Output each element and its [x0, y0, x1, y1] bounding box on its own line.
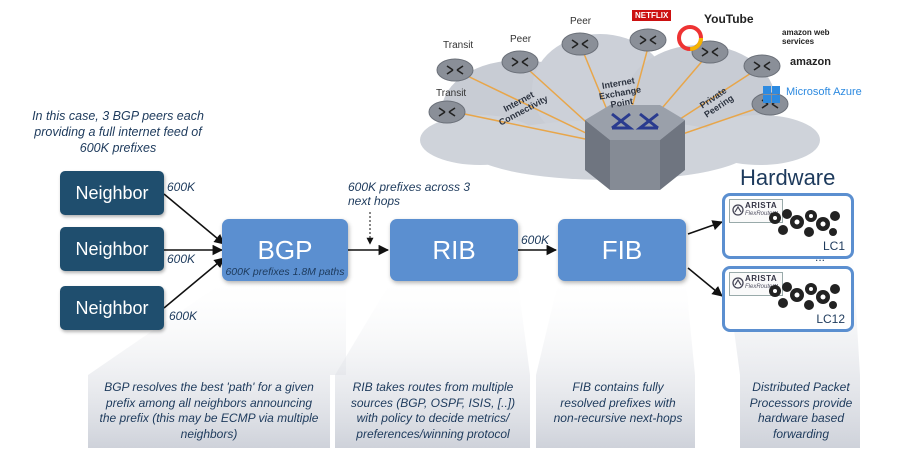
arista-brand: ARISTA: [745, 274, 778, 283]
bgp-label: BGP: [257, 234, 313, 265]
line-card-ellipsis: ...: [815, 250, 826, 264]
line-card-12: ARISTA FlexRoute™ LC12: [722, 266, 854, 332]
fib-lc12-arrow: [687, 267, 723, 297]
hw-description: Distributed Packet Processors provide ha…: [749, 380, 853, 441]
youtube-logo: YouTube: [704, 12, 754, 26]
line-card-label-1: LC1: [822, 239, 845, 253]
gears-icon: [769, 282, 840, 310]
aws-logo: amazon web services: [782, 28, 830, 46]
amazon-video-logo: amazon: [790, 56, 831, 68]
topology-node-peer-1: Peer: [510, 34, 532, 45]
bgp-stage: BGP 600K prefixes 1.8M paths: [222, 219, 348, 281]
arista-badge: ARISTA FlexRoute™: [729, 199, 783, 223]
arista-sub: FlexRoute™: [745, 284, 779, 290]
neighbor3-arrow: [163, 257, 225, 309]
arista-badge: ARISTA FlexRoute™: [729, 272, 783, 296]
neighbor-feed-label-3: 600K: [169, 309, 198, 323]
rib-stage: RIB: [390, 219, 518, 281]
fib-label: FIB: [601, 234, 643, 265]
neighbor-feed-label-1: 600K: [167, 180, 196, 194]
fib-desc-panel: [536, 283, 695, 448]
bgp-sub-label: 600K prefixes 1.8M paths: [225, 266, 345, 278]
arista-logo-icon: [732, 277, 744, 289]
rib-description: RIB takes routes from multiple sources (…: [350, 380, 516, 441]
neighbor-feed-label-2: 600K: [167, 252, 196, 266]
intro-text: In this case, 3 BGP peers each providing…: [32, 109, 204, 155]
topology-node-transit-1: Transit: [443, 40, 474, 51]
azure-logo: Microsoft Azure: [786, 86, 862, 98]
rib-desc-panel: [335, 283, 530, 448]
hardware-title: Hardware: [740, 165, 836, 190]
topology-illustration: [420, 25, 820, 190]
bgp-description: BGP resolves the best 'path' for a given…: [99, 380, 319, 441]
neighbor-box-1: Neighbor: [60, 171, 164, 215]
rib-fib-edge-label: 600K: [521, 233, 550, 247]
topology-node-peer-2: Peer: [570, 16, 592, 27]
neighbor1-arrow: [163, 193, 225, 245]
arista-sub: FlexRoute™: [745, 211, 779, 217]
bgp-rib-edge-label: 600K prefixes across 3 next hops: [348, 180, 471, 208]
topology-node-transit-2: Transit: [436, 88, 467, 99]
line-card-label-12: LC12: [816, 312, 845, 326]
fib-description: FIB contains fully resolved prefixes wit…: [553, 380, 683, 425]
arista-brand: ARISTA: [745, 201, 778, 210]
netflix-logo: NETFLIX: [632, 10, 672, 21]
gears-icon: [769, 209, 840, 237]
neighbor-box-2: Neighbor: [60, 227, 164, 271]
line-card-1: ARISTA FlexRoute™ LC1: [722, 193, 854, 259]
fib-lc1-arrow: [687, 220, 723, 235]
rib-label: RIB: [432, 234, 476, 265]
arista-logo-icon: [732, 204, 744, 216]
fib-stage: FIB: [558, 219, 686, 281]
bgp-desc-panel: [88, 283, 346, 448]
neighbor-box-3: Neighbor: [60, 286, 164, 330]
